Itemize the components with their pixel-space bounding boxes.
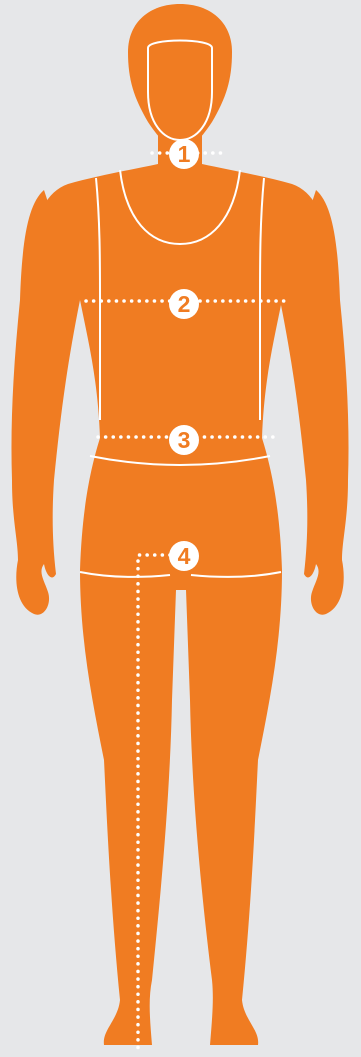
marker-2-label: 2 — [178, 291, 191, 317]
marker-2: 2 — [169, 289, 199, 319]
marker-3: 3 — [169, 425, 199, 455]
marker-4: 4 — [169, 541, 199, 571]
marker-4-label: 4 — [178, 543, 191, 569]
marker-1-label: 1 — [178, 141, 191, 167]
marker-1: 1 — [169, 139, 199, 169]
marker-3-label: 3 — [178, 427, 191, 453]
